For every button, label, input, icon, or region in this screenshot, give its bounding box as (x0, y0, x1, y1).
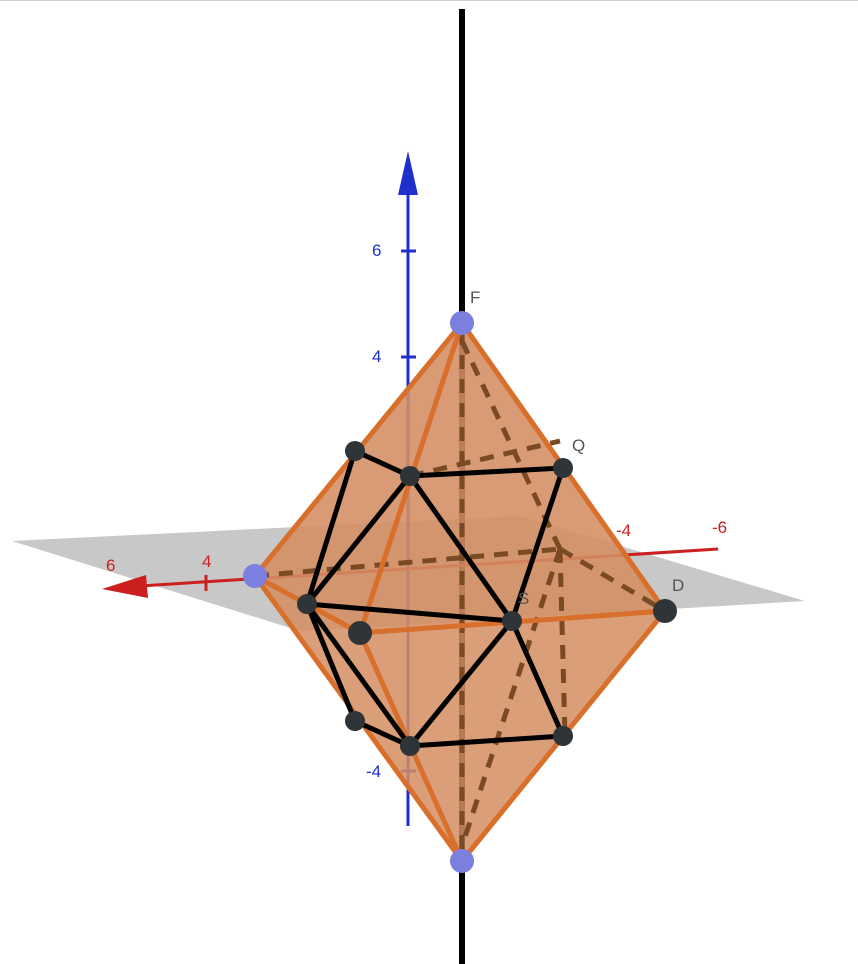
point-Q[interactable] (553, 458, 573, 478)
point-bottom-left[interactable] (345, 711, 365, 731)
point-bottom[interactable] (450, 849, 474, 873)
y-label-neg4: -4 (616, 521, 631, 540)
x-label-6: 6 (106, 556, 115, 575)
point-bottom-mid[interactable] (400, 736, 420, 756)
y-label-neg6: -6 (712, 518, 727, 537)
hidden-edges (254, 331, 667, 856)
point-S[interactable] (502, 611, 522, 631)
z-label-neg4: -4 (366, 762, 381, 781)
arrow-up-icon (398, 151, 418, 195)
label-S: S (518, 589, 529, 608)
z-label-6: 6 (372, 241, 381, 260)
vertices[interactable] (243, 311, 677, 873)
arrow-left-icon (102, 575, 148, 598)
x-label-4: 4 (202, 552, 211, 571)
z-label-4: 4 (372, 347, 381, 366)
label-D: D (672, 576, 684, 595)
label-F: F (470, 288, 480, 307)
point-D[interactable] (653, 599, 677, 623)
point-top-left[interactable] (345, 441, 365, 461)
point-front[interactable] (348, 621, 372, 645)
point-top-mid[interactable] (400, 466, 420, 486)
point-left-mid[interactable] (297, 594, 317, 614)
inner-edges (304, 448, 566, 749)
label-Q: Q (572, 436, 585, 455)
point-F[interactable] (450, 311, 474, 335)
point-bottom-right[interactable] (553, 726, 573, 746)
point-left[interactable] (243, 564, 267, 588)
